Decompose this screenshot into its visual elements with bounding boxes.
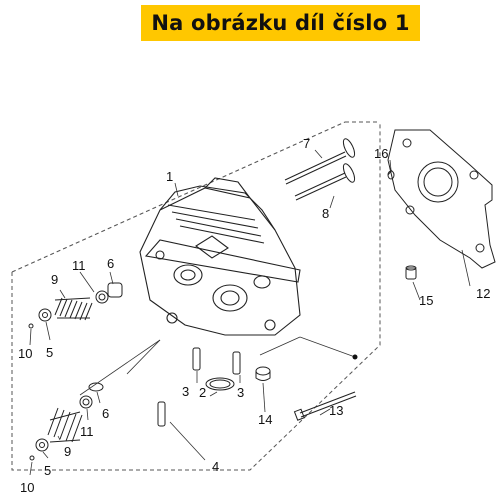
callout-11-upper: 11 bbox=[72, 258, 86, 273]
reference-dot bbox=[352, 354, 358, 360]
lower-valve-spring-set bbox=[29, 382, 104, 461]
part-number-banner: Na obrázku díl číslo 1 bbox=[141, 5, 420, 41]
callout-6-lower: 6 bbox=[102, 406, 109, 421]
callout-6-upper: 6 bbox=[107, 256, 114, 271]
callout-14: 14 bbox=[258, 412, 272, 427]
callout-7: 7 bbox=[303, 136, 310, 151]
sleeve-part-15 bbox=[405, 265, 417, 280]
callout-4: 4 bbox=[212, 459, 219, 474]
head-gasket-part bbox=[387, 129, 496, 269]
valve-part-7 bbox=[284, 138, 356, 185]
callout-8: 8 bbox=[322, 206, 329, 221]
callout-3-right: 3 bbox=[237, 385, 244, 400]
callout-13: 13 bbox=[329, 403, 343, 418]
assembly-frame bbox=[11, 121, 381, 471]
stud-parts-3 bbox=[192, 347, 241, 375]
callout-16: 16 bbox=[374, 146, 388, 161]
leader-lines bbox=[29, 149, 471, 476]
callout-9-upper: 9 bbox=[51, 272, 58, 287]
callout-labels: 1 7 8 16 12 15 13 14 2 3 3 4 9 11 6 10 5… bbox=[18, 136, 490, 495]
pin-part-4 bbox=[157, 401, 166, 427]
valve-part-8 bbox=[294, 163, 356, 201]
cap-part-14 bbox=[255, 366, 271, 381]
dowel-pin-part-16 bbox=[387, 169, 395, 180]
long-bolt-part-13 bbox=[293, 391, 357, 421]
callout-10-lower: 10 bbox=[20, 480, 34, 495]
upper-valve-spring-set bbox=[28, 282, 123, 329]
callout-10-upper: 10 bbox=[18, 346, 32, 361]
o-ring-part-2 bbox=[205, 377, 235, 391]
callout-1: 1 bbox=[166, 169, 173, 184]
callout-15: 15 bbox=[419, 293, 433, 308]
cylinder-head-part bbox=[139, 177, 301, 336]
callout-11-lower: 11 bbox=[80, 424, 94, 439]
callout-12: 12 bbox=[476, 286, 490, 301]
callout-5-lower: 5 bbox=[44, 463, 51, 478]
callout-2: 2 bbox=[199, 385, 206, 400]
callout-3-left: 3 bbox=[182, 384, 189, 399]
callout-5-upper: 5 bbox=[46, 345, 53, 360]
callout-9-lower: 9 bbox=[64, 444, 71, 459]
banner-text: Na obrázku díl číslo 1 bbox=[151, 11, 410, 35]
